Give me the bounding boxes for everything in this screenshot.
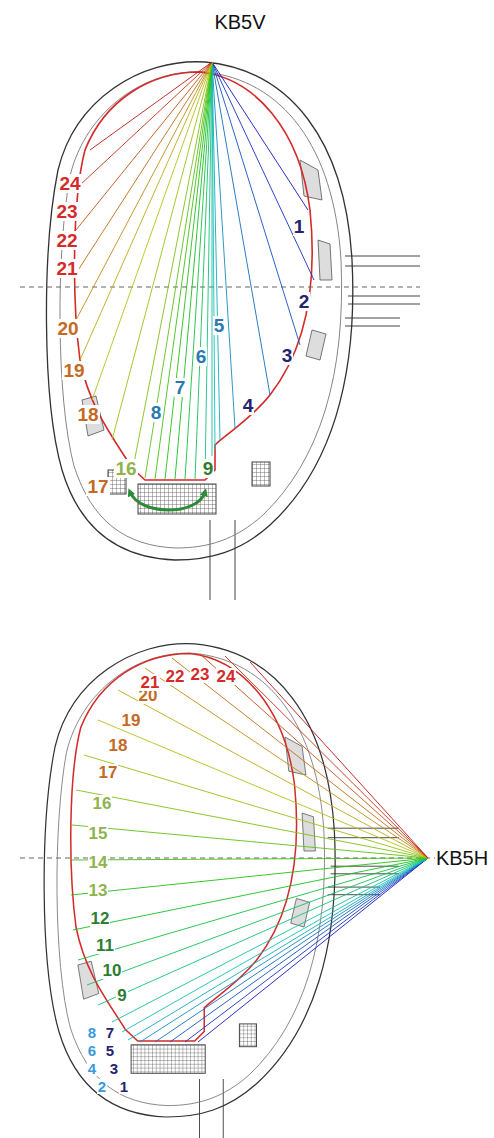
channel-number: 15 xyxy=(88,825,109,842)
channel-number: 5 xyxy=(105,1043,115,1058)
sight-line xyxy=(75,62,212,275)
sight-line xyxy=(122,858,428,1032)
channel-number: 16 xyxy=(114,459,137,478)
channel-number: 7 xyxy=(105,1025,115,1040)
channel-number: 20 xyxy=(56,319,79,338)
sight-line xyxy=(145,668,428,858)
channel-number: 2 xyxy=(298,292,311,311)
channel-number: 1 xyxy=(119,1079,129,1094)
channel-number: 18 xyxy=(108,737,129,754)
channel-number: 21 xyxy=(55,259,78,278)
sight-line xyxy=(155,62,212,479)
channel-number: 23 xyxy=(55,202,78,221)
channel-number: 6 xyxy=(87,1043,97,1058)
channel-number: 18 xyxy=(76,405,99,424)
sight-line xyxy=(76,62,212,320)
sweep-arrow xyxy=(130,492,205,510)
channel-number: 24 xyxy=(216,668,237,685)
channel-number: 4 xyxy=(87,1061,97,1076)
channel-number: 22 xyxy=(55,231,78,250)
sight-line xyxy=(98,858,428,1005)
channel-number: 8 xyxy=(150,403,163,422)
channel-number: 2 xyxy=(97,1079,107,1094)
channel-number: 16 xyxy=(92,795,113,812)
sight-line xyxy=(172,658,428,858)
sight-line xyxy=(212,62,213,456)
sight-line xyxy=(73,858,428,930)
channel-number: 23 xyxy=(190,666,211,683)
camera-name: KB5V xyxy=(213,12,266,32)
channel-number: 11 xyxy=(95,937,115,954)
sight-line xyxy=(112,858,428,1022)
sight-line xyxy=(140,858,428,1042)
vessel-outline xyxy=(46,62,420,600)
sight-line xyxy=(80,62,212,360)
sight-line xyxy=(128,858,428,1040)
sight-line xyxy=(212,62,308,210)
sight-lines xyxy=(71,62,428,1042)
channel-number: 5 xyxy=(213,316,226,335)
sight-line xyxy=(92,62,212,400)
sight-line xyxy=(212,62,300,345)
sight-line xyxy=(212,62,270,395)
channel-number: 3 xyxy=(109,1061,119,1076)
channel-number: 8 xyxy=(87,1025,97,1040)
channel-number: 13 xyxy=(88,882,109,899)
channel-number: 17 xyxy=(98,764,119,781)
sight-line xyxy=(76,62,212,230)
channel-number: 3 xyxy=(281,346,294,365)
channel-number: 10 xyxy=(102,962,123,979)
sight-line xyxy=(225,656,428,858)
sight-line xyxy=(98,720,428,858)
channel-number: 7 xyxy=(174,378,187,397)
channel-number: 19 xyxy=(121,712,142,729)
channel-number: 6 xyxy=(195,347,208,366)
sight-line xyxy=(71,858,428,860)
channel-number: 21 xyxy=(140,674,161,691)
sight-line xyxy=(250,662,428,858)
channel-number: 24 xyxy=(58,174,81,193)
sight-line xyxy=(170,858,428,1042)
sight-line xyxy=(112,62,212,440)
channel-number: 12 xyxy=(90,910,111,927)
sight-line xyxy=(78,858,428,960)
sight-line xyxy=(72,825,428,858)
channel-number: 9 xyxy=(202,459,215,478)
sight-line xyxy=(145,62,212,478)
channel-number: 14 xyxy=(88,854,109,871)
sight-line xyxy=(212,62,314,280)
sight-line xyxy=(71,858,428,895)
sight-line xyxy=(118,690,428,858)
sight-line xyxy=(87,858,428,985)
channel-number: 1 xyxy=(293,217,306,236)
sight-line xyxy=(80,62,212,185)
channel-number: 9 xyxy=(116,987,127,1004)
vessel-outline xyxy=(44,644,399,1138)
sight-line xyxy=(175,62,212,479)
camera-name: KB5H xyxy=(435,848,489,868)
channel-number: 19 xyxy=(62,361,85,380)
channel-number: 22 xyxy=(165,668,186,685)
sight-line xyxy=(200,654,428,858)
sight-line xyxy=(90,62,212,150)
channel-number: 4 xyxy=(242,396,255,415)
channel-number: 17 xyxy=(86,477,109,496)
sight-line xyxy=(198,858,428,1042)
sight-line xyxy=(185,62,212,479)
midplane-line xyxy=(20,287,420,288)
